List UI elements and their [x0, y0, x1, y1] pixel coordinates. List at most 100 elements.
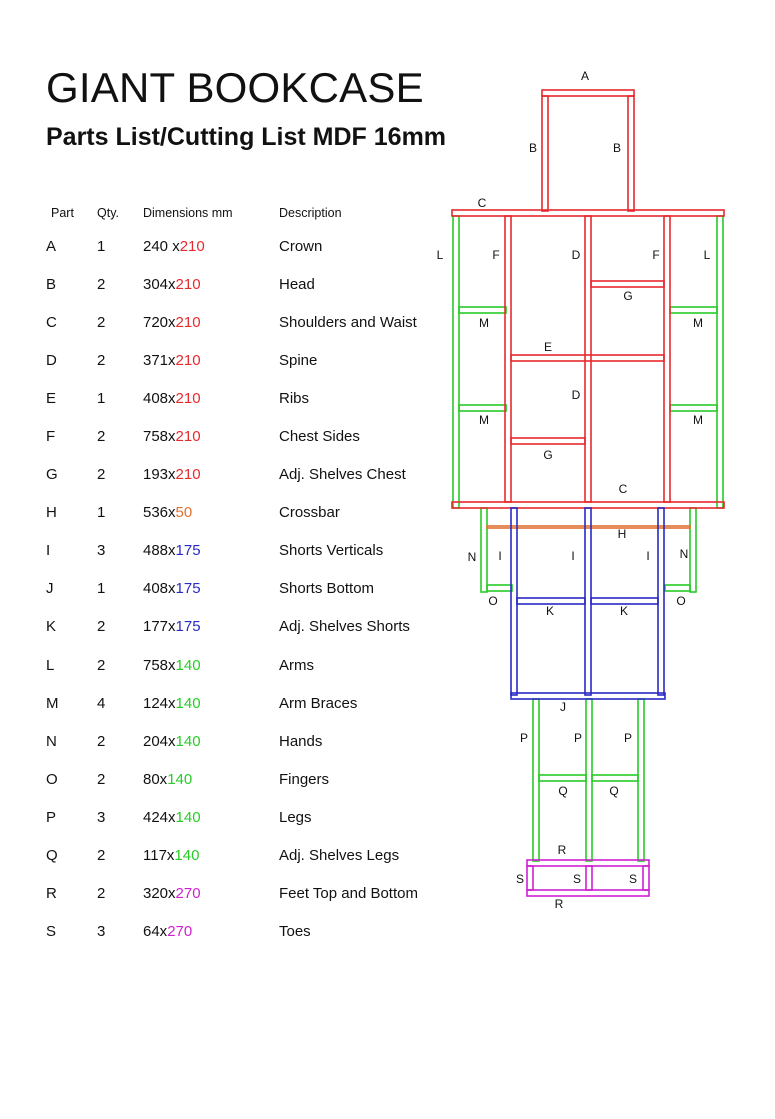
part-letter: G — [46, 466, 58, 484]
header-description: Description — [279, 206, 342, 220]
diagram-part-label: G — [623, 289, 632, 303]
diagram-part-label: P — [574, 731, 582, 745]
part-letter: O — [46, 770, 58, 788]
part-letter: K — [46, 618, 57, 636]
part-description: Shorts Verticals — [279, 542, 384, 560]
diagram-part-label: M — [479, 316, 489, 330]
diagram-part-label: O — [676, 594, 685, 608]
part-letter: E — [46, 389, 57, 407]
shorts-panel — [510, 692, 666, 700]
part-dimensions: 758x210 — [143, 417, 279, 455]
dimension-length: 64x — [143, 923, 168, 941]
part-letter: F — [46, 428, 56, 446]
part-qty: 2 — [97, 847, 106, 865]
dimension-width: 140 — [175, 732, 201, 750]
part-dimensions: 117x140 — [143, 837, 279, 875]
diagram-part-label: G — [543, 448, 552, 462]
diagram-part-label: C — [619, 482, 628, 496]
diagram-part-label: R — [558, 843, 567, 857]
diagram-part-label: J — [560, 700, 566, 714]
part-description: Shoulders and Waist — [279, 313, 417, 331]
part-description: Hands — [279, 732, 323, 750]
part-dimensions: 408x210 — [143, 379, 279, 417]
dimension-length: 177x — [143, 618, 176, 636]
body-panel — [663, 215, 671, 503]
part-dimensions: 424x140 — [143, 798, 279, 836]
body-panel — [541, 89, 635, 97]
part-description: Legs — [279, 808, 312, 826]
body-panel — [451, 209, 725, 217]
arm-leg-panel — [452, 215, 460, 509]
arm-leg-panel — [689, 507, 697, 593]
part-description: Feet Top and Bottom — [279, 885, 418, 903]
diagram-part-label: P — [624, 731, 632, 745]
dimension-width: 210 — [175, 351, 201, 369]
diagram-part-label: N — [468, 550, 477, 564]
part-letter: N — [46, 732, 57, 750]
part-description: Crossbar — [279, 504, 340, 522]
part-qty: 2 — [97, 275, 106, 293]
part-dimensions: 320x270 — [143, 875, 279, 913]
diagram-part-label: F — [652, 248, 659, 262]
shorts-panel — [510, 507, 518, 696]
arm-leg-panel — [480, 507, 488, 593]
dimension-length: 320x — [143, 885, 176, 903]
arm-leg-panel — [585, 698, 593, 862]
dimension-width: 140 — [175, 656, 201, 674]
dimension-width: 140 — [175, 694, 201, 712]
shorts-panel — [657, 507, 665, 696]
dimension-width: 140 — [167, 770, 193, 788]
part-letter: A — [46, 237, 57, 255]
diagram-part-label: F — [492, 248, 499, 262]
dimension-length: 536x — [143, 504, 176, 522]
diagram-part-label: C — [478, 196, 487, 210]
part-dimensions: 177x175 — [143, 608, 279, 646]
part-description: Ribs — [279, 389, 310, 407]
part-dimensions: 64x270 — [143, 913, 279, 951]
part-letter: C — [46, 313, 57, 331]
diagram-part-label: S — [629, 872, 637, 886]
dimension-length: 80x — [143, 770, 168, 788]
part-letter: D — [46, 351, 57, 369]
dimension-width: 175 — [175, 618, 201, 636]
arm-leg-panel — [669, 404, 718, 412]
dimension-length: 408x — [143, 389, 176, 407]
dimension-length: 720x — [143, 313, 176, 331]
arm-leg-panel — [486, 584, 513, 592]
part-description: Spine — [279, 351, 318, 369]
dimension-length: 758x — [143, 428, 176, 446]
part-qty: 2 — [97, 313, 106, 331]
dimension-length: 193x — [143, 466, 176, 484]
part-letter: M — [46, 694, 59, 712]
arm-leg-panel — [664, 584, 691, 592]
dimension-width: 140 — [175, 808, 201, 826]
part-qty: 2 — [97, 466, 106, 484]
diagram-part-label: A — [581, 69, 589, 83]
arm-leg-panel — [591, 774, 639, 782]
part-qty: 2 — [97, 732, 106, 750]
diagram-part-label: O — [488, 594, 497, 608]
dimension-length: 488x — [143, 542, 176, 560]
diagram-part-label: E — [544, 340, 552, 354]
diagram-part-label: L — [437, 248, 444, 262]
part-description: Arm Braces — [279, 694, 358, 712]
part-dimensions: 758x140 — [143, 646, 279, 684]
dimension-width: 50 — [175, 504, 193, 522]
part-description: Shorts Bottom — [279, 580, 375, 598]
dimension-width: 210 — [175, 313, 201, 331]
part-dimensions: 536x50 — [143, 494, 279, 532]
